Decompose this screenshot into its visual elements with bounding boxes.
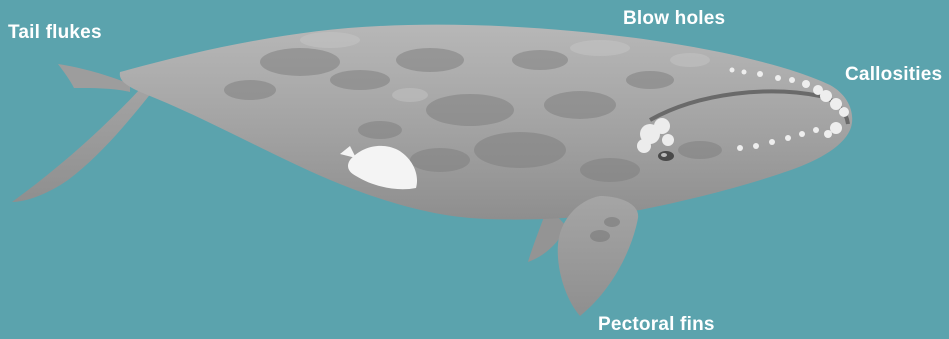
label-callosities: Callosities	[845, 64, 942, 86]
label-pectoral-fins: Pectoral fins	[598, 314, 715, 336]
eye-highlight	[661, 153, 667, 157]
label-tail-flukes: Tail flukes	[8, 22, 102, 44]
tail-fluke-upper	[58, 64, 130, 92]
label-blow-holes: Blow holes	[623, 8, 725, 30]
tail-fluke-lower	[12, 78, 152, 202]
